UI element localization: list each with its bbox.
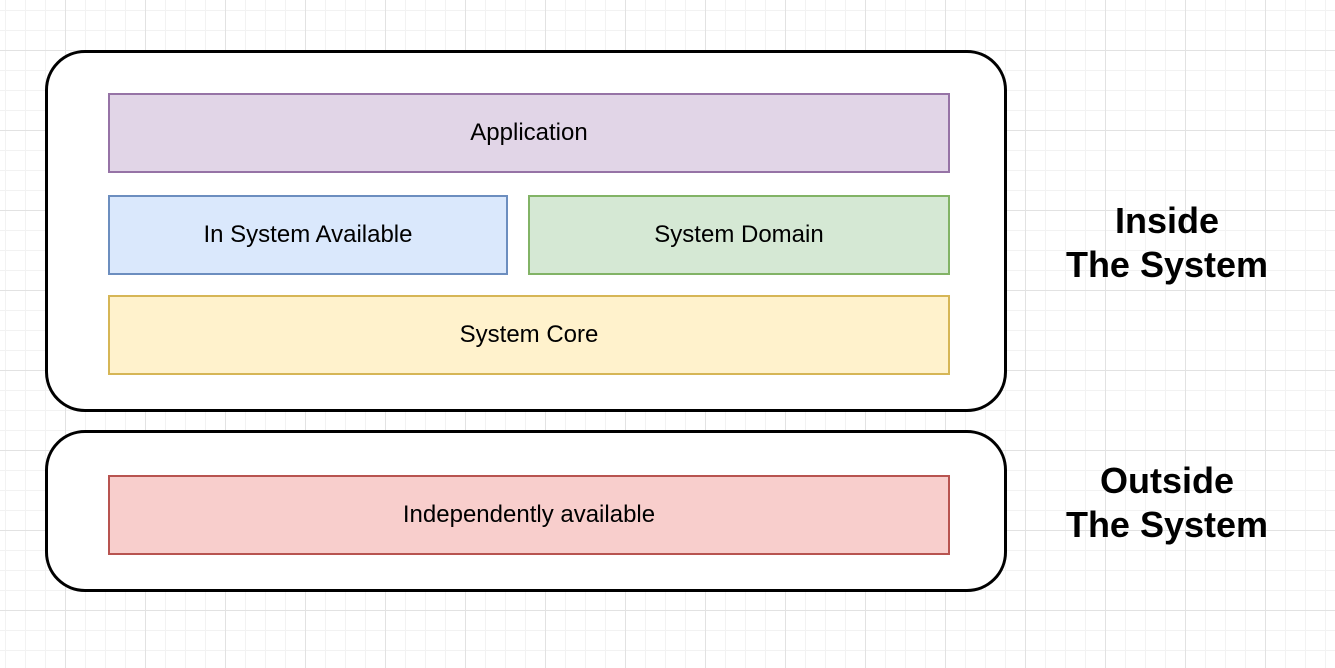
inside-label-line2: The System bbox=[1065, 244, 1269, 285]
in-system-available-box[interactable]: In System Available bbox=[108, 195, 508, 275]
application-box-label: Application bbox=[470, 119, 588, 146]
independently-available-box-label: Independently available bbox=[402, 501, 656, 528]
inside-label-line1: Inside bbox=[1114, 200, 1220, 241]
independently-available-box[interactable]: Independently available bbox=[108, 475, 950, 555]
system-core-box[interactable]: System Core bbox=[108, 295, 950, 375]
application-box[interactable]: Application bbox=[108, 93, 950, 173]
outside-label-line1: Outside bbox=[1099, 460, 1234, 501]
outside-label-line2: The System bbox=[1065, 504, 1269, 545]
outside-the-system-label: Outside The System bbox=[1032, 459, 1302, 547]
inside-the-system-label: Inside The System bbox=[1032, 199, 1302, 287]
system-core-box-label: System Core bbox=[459, 321, 599, 348]
inside-the-system-container[interactable]: Application In System Available System D… bbox=[45, 50, 1007, 412]
system-domain-box-label: System Domain bbox=[654, 221, 824, 248]
system-domain-box[interactable]: System Domain bbox=[528, 195, 950, 275]
outside-the-system-container[interactable]: Independently available bbox=[45, 430, 1007, 592]
in-system-available-box-label: In System Available bbox=[203, 221, 413, 248]
